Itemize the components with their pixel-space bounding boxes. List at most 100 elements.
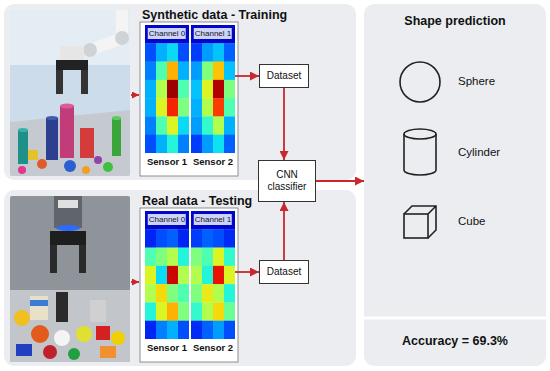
heatmap-cell: [145, 43, 156, 62]
heatmap-cell: [156, 62, 167, 81]
simulation-scene-part: [60, 46, 84, 60]
heatmap-cell: [191, 80, 202, 99]
heatmap-cell: [178, 229, 189, 248]
heatmap-cell: [224, 321, 235, 339]
heatmap-cell: [191, 62, 202, 81]
real-scene-photo-part: [90, 300, 106, 322]
simulation-scene-part: [64, 160, 76, 172]
heatmap-cell: [145, 98, 156, 117]
heatmap-cell: [167, 229, 178, 248]
heatmap-cell: [178, 62, 189, 81]
heatmap-cell: [167, 302, 178, 321]
real-scene-photo-part: [10, 196, 130, 362]
real-scene-photo-part: [43, 345, 57, 359]
simulation-scene-part: [90, 10, 122, 50]
heatmap-frames: [140, 22, 238, 362]
heatmap-cell: [191, 43, 202, 62]
training-panel: Synthetic data - TrainingChannel 0Sensor…: [4, 4, 356, 180]
heatmap-cell: [178, 116, 189, 135]
heatmap-cell: [156, 98, 167, 117]
simulation-scene: [10, 10, 130, 176]
simulation-scene-part: [18, 166, 26, 174]
heatmap-cell: [202, 266, 213, 285]
flow-arrow: [283, 88, 285, 160]
real-scene-photo-part: [68, 348, 80, 360]
heatmap-cell: [178, 266, 189, 285]
heatmap-cell: [202, 229, 213, 248]
channel-label: Channel 1: [194, 28, 232, 39]
sensor-label: Sensor 1: [146, 156, 188, 167]
heatmap-image: [191, 211, 235, 339]
heatmap-cell: [202, 321, 213, 339]
heatmap-cell: [191, 248, 202, 267]
heatmap-cell: [213, 302, 224, 321]
real-scene-photo-part: [96, 326, 110, 340]
real-scene-photo-part: [14, 310, 30, 326]
heatmap-cell: [191, 98, 202, 117]
heatmap-cell: [202, 116, 213, 135]
simulation-scene-part: [60, 106, 74, 158]
heatmap-cell: [145, 80, 156, 99]
heatmap-cell: [224, 302, 235, 321]
panel-title: Real data - Testing: [142, 194, 252, 208]
heatmap-cell: [156, 284, 167, 303]
heatmap-cell: [224, 62, 235, 81]
photo-arrows-part: [131, 94, 139, 96]
heatmap-cell: [156, 43, 167, 62]
simulation-scene-part: [10, 10, 130, 176]
heatmap-cell: [213, 284, 224, 303]
heatmap-cell: [145, 284, 156, 303]
shape-label: Sphere: [458, 75, 495, 87]
heatmap-cell: [178, 321, 189, 339]
flow-arrow: [235, 271, 259, 273]
simulation-scene-part: [82, 166, 90, 174]
heatmap-cell: [213, 229, 224, 248]
heatmap-cell: [224, 43, 235, 62]
simulation-scene-part: [18, 128, 28, 132]
real-scene-photo-part: [10, 290, 130, 362]
heatmap-cell: [202, 135, 213, 153]
heatmap-cell: [178, 248, 189, 267]
shape-label: Cube: [458, 215, 486, 227]
panel-grounds-part: [4, 4, 356, 180]
heatmap-cell: [145, 248, 156, 267]
real-scene-photo-part: [56, 225, 80, 231]
heatmap-cell: [145, 62, 156, 81]
heatmap-cell: [178, 284, 189, 303]
heatmap-cell: [178, 80, 189, 99]
heatmap-cell: [156, 80, 167, 99]
heatmap-cell: [213, 321, 224, 339]
heatmap-cell: [167, 248, 178, 267]
heatmap-cell: [224, 284, 235, 303]
heatmap-cell: [156, 302, 167, 321]
heatmap-cell: [167, 321, 178, 339]
simulation-scene-part: [103, 162, 113, 172]
heatmap-frames-part: [140, 208, 238, 362]
box-label: Dataset: [267, 266, 301, 278]
heatmap-cell: [167, 284, 178, 303]
classifier-box: CNN classifier: [258, 160, 316, 202]
heatmap-cell: [145, 116, 156, 135]
heatmap-cell: [224, 266, 235, 285]
real-scene-photo-part: [50, 231, 86, 245]
heatmap-cell: [202, 284, 213, 303]
heatmap-cell: [213, 135, 224, 153]
real-scene-photo-part: [58, 200, 78, 208]
heatmap-cell: [145, 266, 156, 285]
heatmap-cell: [224, 98, 235, 117]
panel-grounds-part: [364, 4, 546, 366]
heatmap-cell: [178, 302, 189, 321]
heatmap-cell: [191, 229, 202, 248]
shape-icons-part: [400, 62, 440, 102]
flow-arrow: [235, 75, 259, 77]
channel-label: Channel 0: [148, 214, 186, 225]
real-scene-photo-part: [31, 325, 49, 343]
heatmap-cell: [178, 98, 189, 117]
heatmap-cell: [156, 229, 167, 248]
real-scene-photo: [10, 196, 130, 362]
heatmap-cell: [178, 135, 189, 153]
simulation-scene-part: [112, 118, 121, 156]
heatmap-cell: [213, 62, 224, 81]
heatmap-image: [145, 211, 189, 339]
